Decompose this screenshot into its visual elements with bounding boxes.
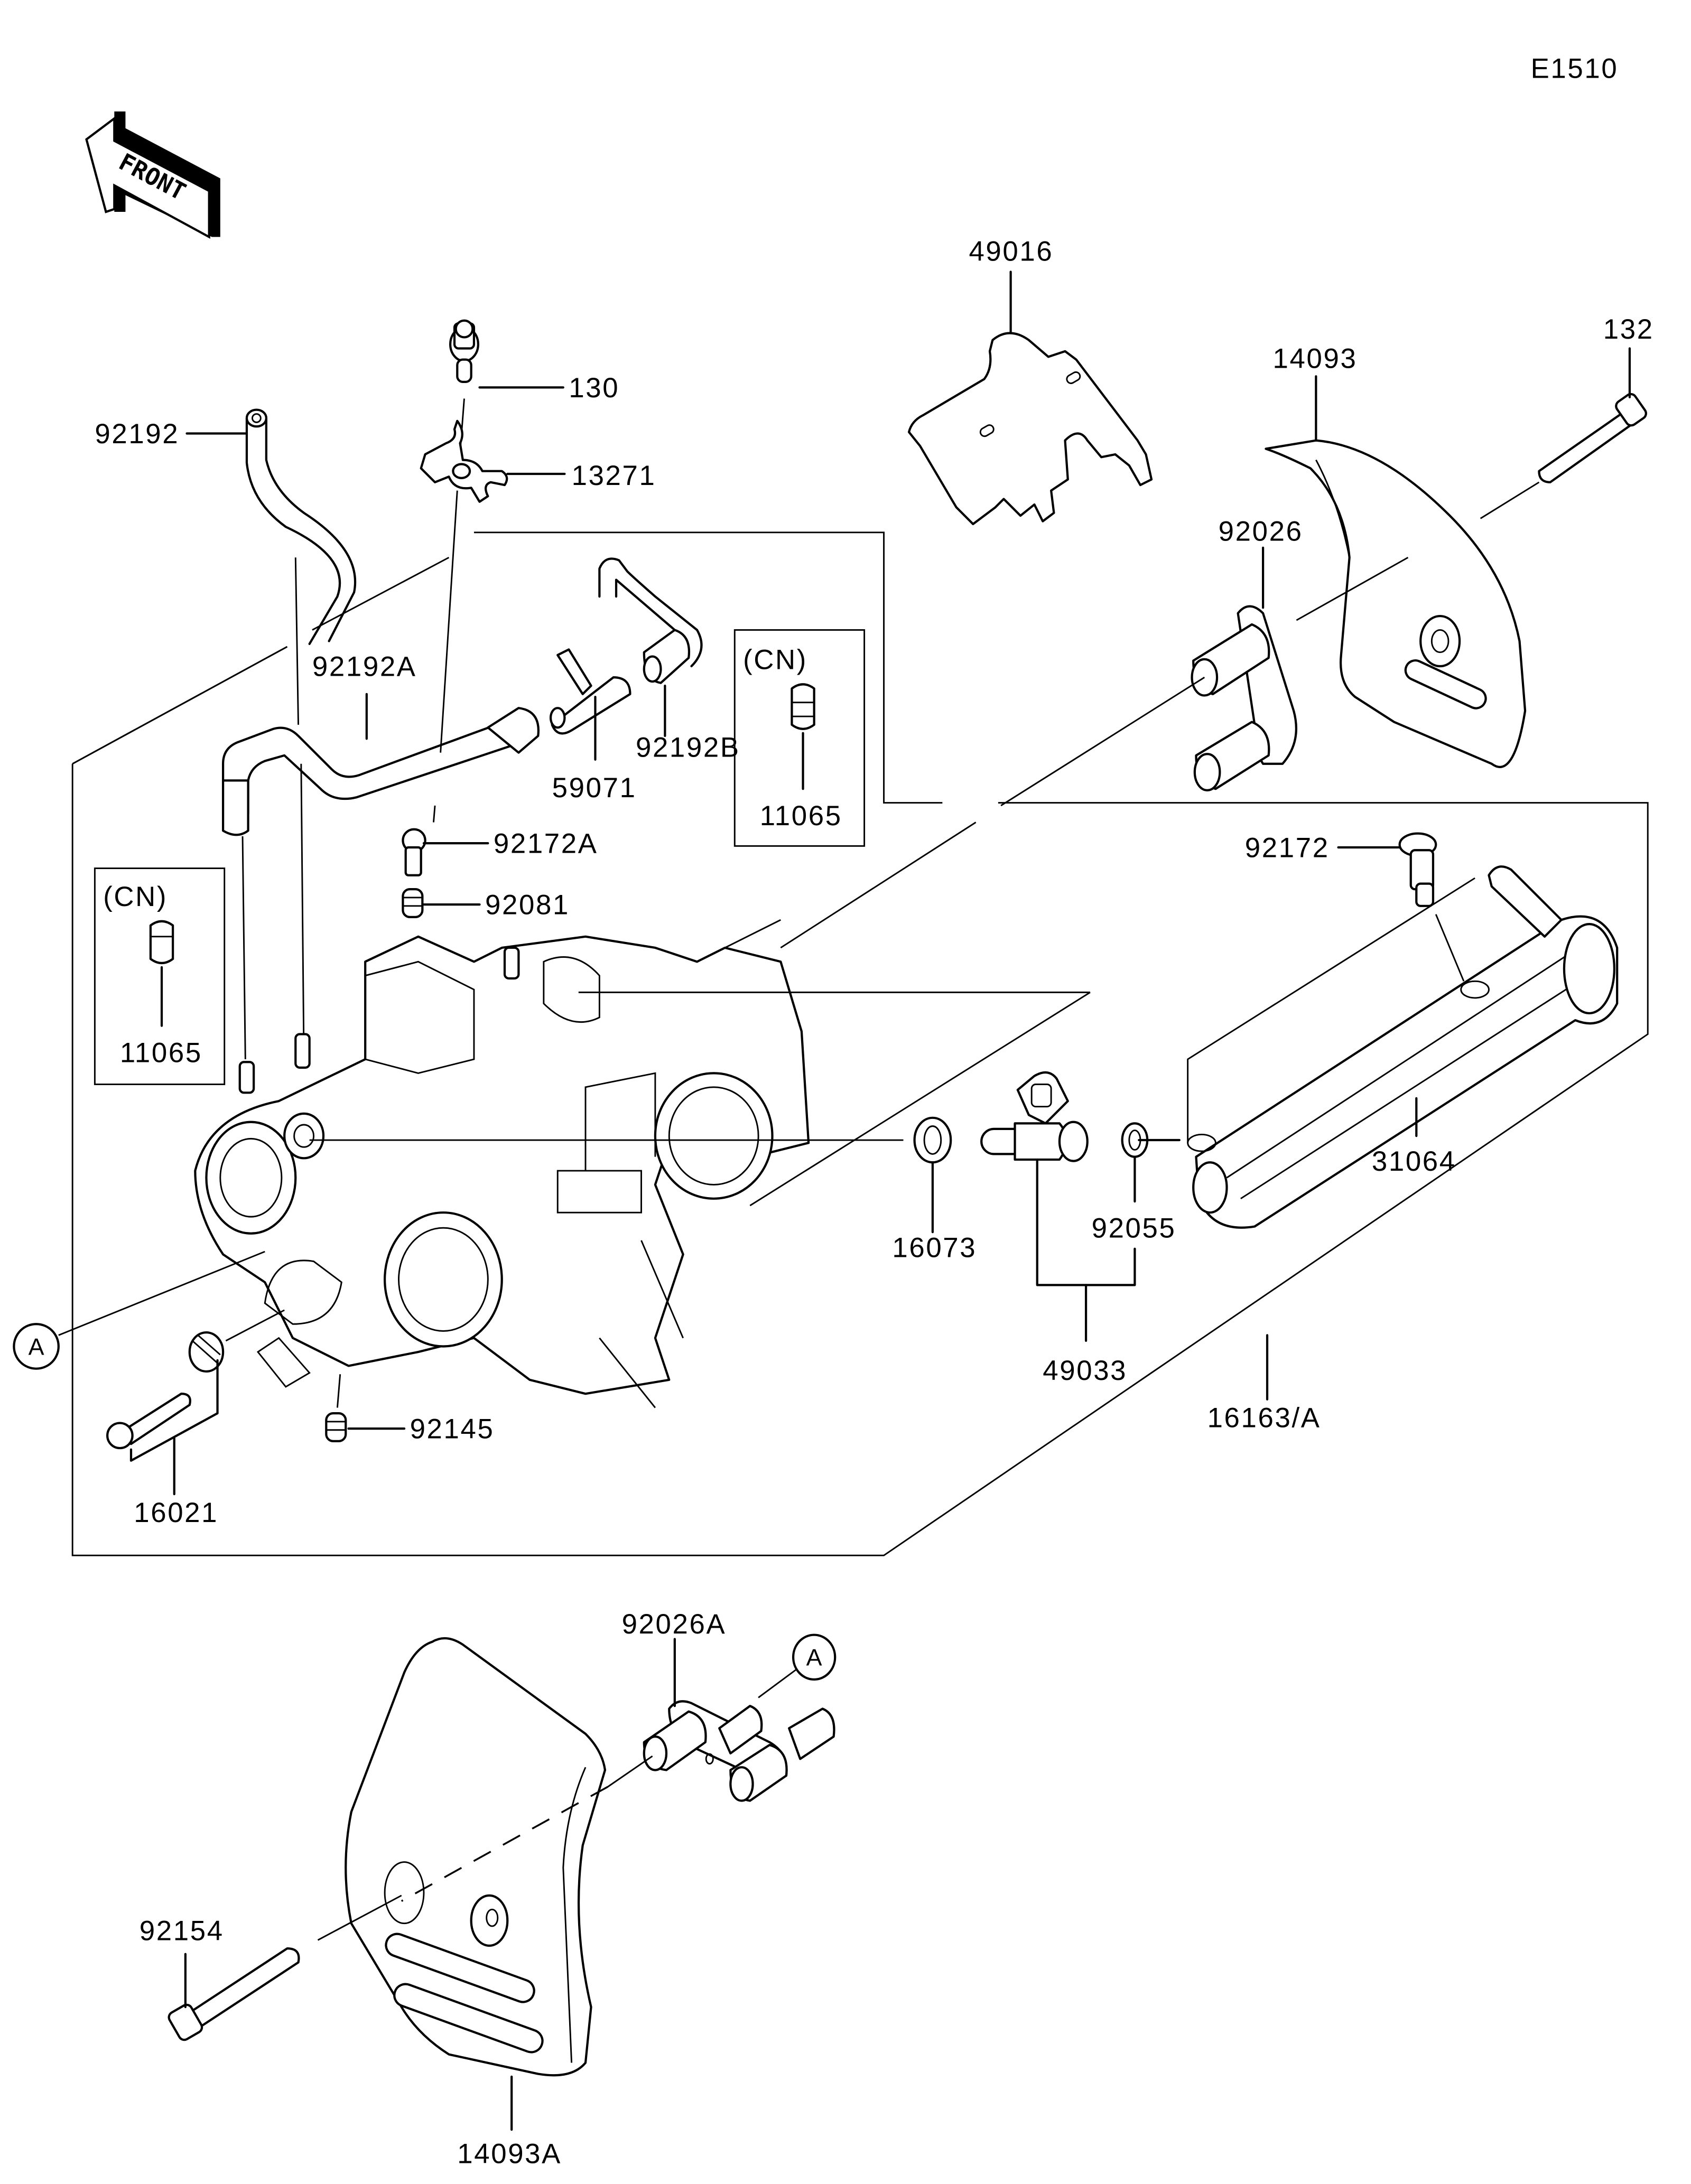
cn-label-top: (CN) (743, 644, 807, 675)
callout-92192B[interactable]: 92192B (636, 732, 740, 763)
part-92081-spring (402, 888, 424, 919)
callout-92026[interactable]: 92026 (1219, 516, 1303, 547)
part-92172A-screw (402, 828, 426, 876)
part-92145-spring (325, 1412, 347, 1442)
cn-box-top: (CN) 11065 (733, 629, 866, 847)
callout-31064[interactable]: 31064 (1372, 1146, 1456, 1177)
cn-box-left: (CN) 11065 (94, 867, 226, 1085)
callout-11065-top[interactable]: 11065 (760, 800, 842, 832)
part-16021-screw-spring (106, 1331, 225, 1450)
part-49033-injector (980, 1071, 1089, 1162)
callout-16021[interactable]: 16021 (134, 1497, 218, 1528)
callout-13271[interactable]: 13271 (572, 460, 656, 491)
callout-132[interactable]: 132 (1603, 314, 1654, 345)
ref-marker-a-left[interactable]: A (13, 1323, 60, 1370)
ref-marker-a-bottom[interactable]: A (792, 1634, 837, 1681)
callout-92055[interactable]: 92055 (1092, 1213, 1176, 1244)
cn-label-left: (CN) (103, 881, 168, 912)
part-92172-screw (1398, 832, 1437, 907)
part-49016-plate (907, 332, 1153, 526)
part-92026-bracket (1191, 605, 1297, 791)
svg-text:A: A (29, 1333, 44, 1360)
part-92192B-hose (598, 557, 703, 684)
part-14093-cover (1265, 439, 1527, 768)
callout-92154[interactable]: 92154 (140, 1915, 224, 1946)
diagram-code: E1510 (1531, 53, 1619, 85)
callout-92026A[interactable]: 92026A (622, 1609, 727, 1640)
callout-92172A[interactable]: 92172A (494, 828, 598, 860)
leader-16021-bracket (129, 1359, 219, 1462)
front-arrow-icon: FRONT (85, 111, 220, 239)
part-132-bolt (1538, 393, 1647, 483)
callout-130[interactable]: 130 (569, 372, 619, 404)
callout-49033[interactable]: 49033 (1043, 1355, 1127, 1386)
part-92192-hose (245, 408, 357, 645)
part-92026A-bracket (643, 1700, 835, 1802)
callout-16073[interactable]: 16073 (892, 1233, 977, 1264)
callout-92192[interactable]: 92192 (95, 418, 179, 450)
part-13271-clamp (420, 419, 508, 503)
part-92154-bolt (168, 1947, 300, 2041)
callout-92192A[interactable]: 92192A (312, 651, 417, 683)
callout-92081[interactable]: 92081 (485, 890, 570, 921)
part-92192A-hose (221, 707, 540, 836)
callout-92172[interactable]: 92172 (1245, 832, 1330, 863)
part-59071-t-joint (549, 648, 631, 735)
part-throttle-body (194, 935, 810, 1408)
callout-92145[interactable]: 92145 (410, 1414, 495, 1445)
callout-11065-left[interactable]: 11065 (120, 1037, 202, 1068)
assembly-boundary (71, 763, 1649, 1556)
part-31064-delivery-pipe (1187, 865, 1619, 1229)
part-130-bolt (449, 319, 479, 383)
svg-text:A: A (806, 1644, 822, 1671)
part-14093A-cover (345, 1637, 607, 2077)
callout-14093A[interactable]: 14093A (457, 2138, 562, 2169)
callout-59071[interactable]: 59071 (552, 772, 637, 804)
callout-14093[interactable]: 14093 (1273, 343, 1358, 374)
callout-16163A[interactable]: 16163/A (1207, 1402, 1321, 1433)
callout-49016[interactable]: 49016 (969, 236, 1053, 267)
part-16073-grommet (913, 1116, 952, 1164)
